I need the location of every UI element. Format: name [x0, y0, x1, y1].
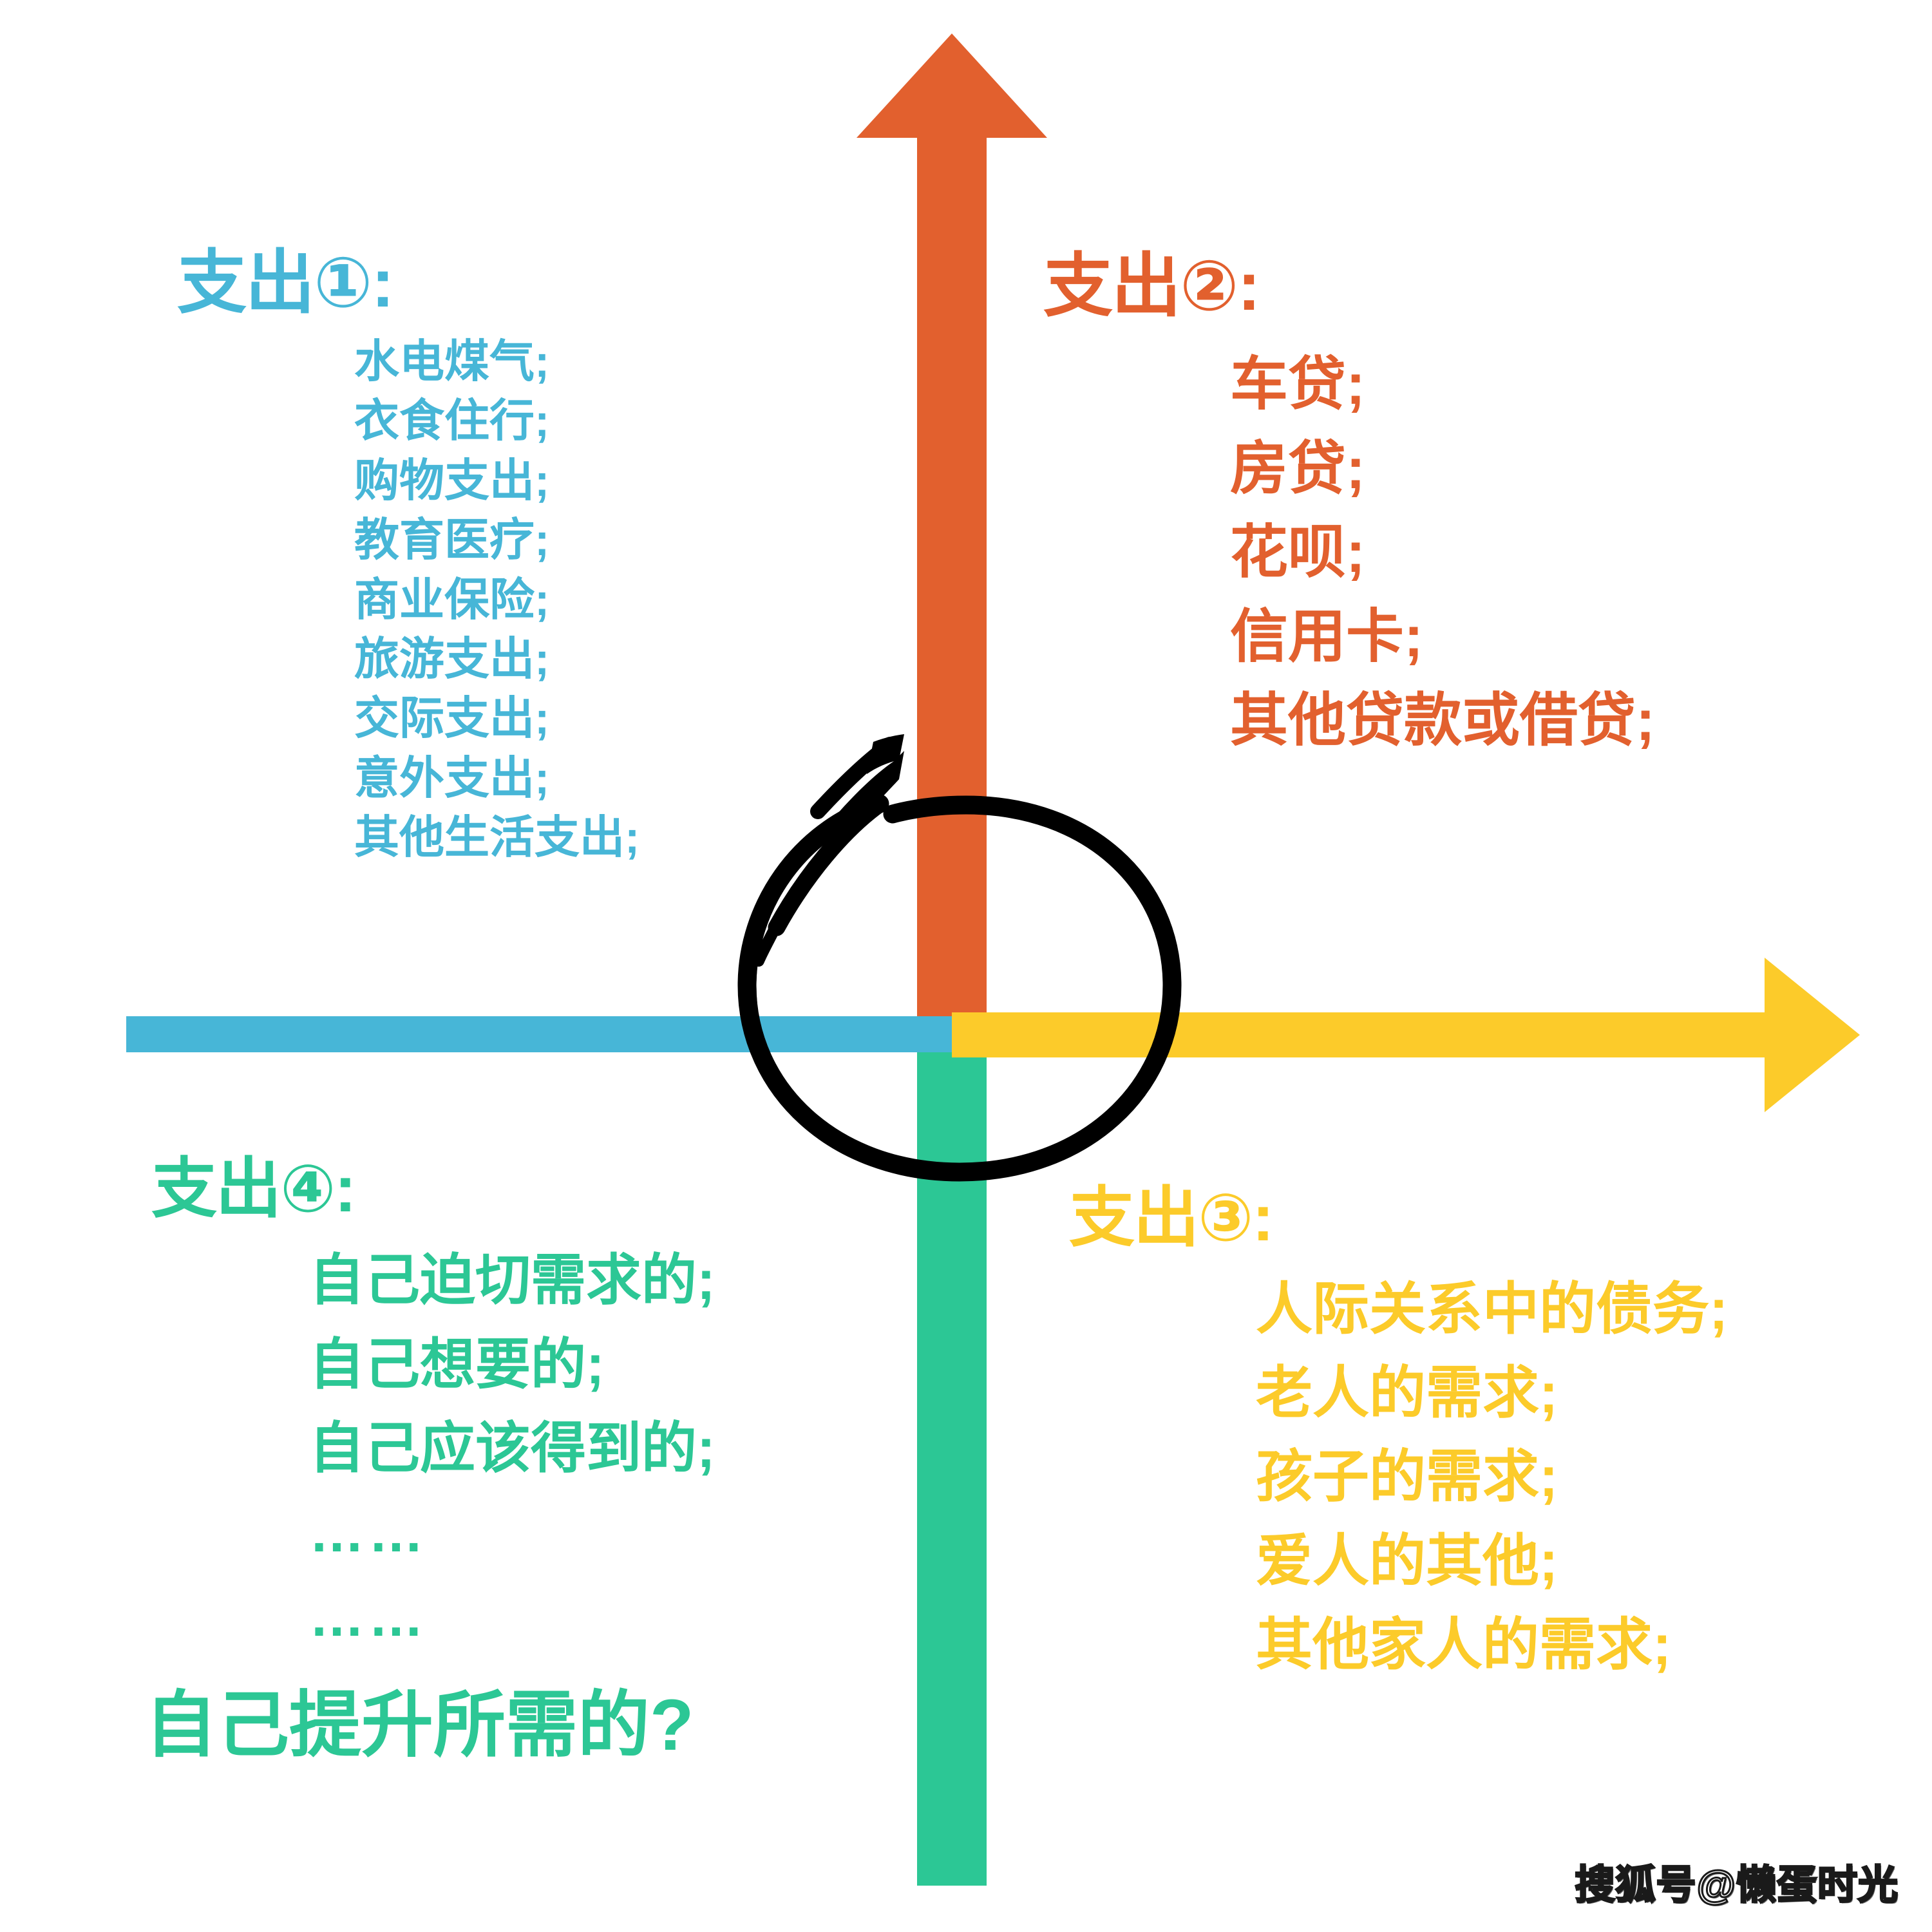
- list-item: 水电煤气;: [354, 336, 550, 386]
- quadrant-3-list: 人际关系中的债务; 老人的需求; 孩子的需求; 爱人的其他; 其他家人的需求;: [1256, 1267, 1728, 1687]
- list-item: 人际关系中的债务;: [1256, 1277, 1728, 1341]
- quadrant-1-list: 水电煤气; 衣食住行; 购物支出; 教育医疗; 商业保险; 旅游支出; 交际支出…: [354, 332, 639, 867]
- list-item: 自己迫切需求的;: [309, 1249, 715, 1311]
- list-item: 孩子的需求;: [1256, 1444, 1558, 1509]
- quadrant-4-heading: 支出④:: [151, 1152, 356, 1226]
- quadrant-2-list: 车贷; 房贷; 花呗; 信用卡; 其他贷款或借贷;: [1230, 343, 1655, 763]
- list-item: 房贷;: [1230, 436, 1365, 501]
- list-item: 其他贷款或借贷;: [1230, 688, 1655, 753]
- list-item: 信用卡;: [1230, 604, 1423, 669]
- axis-vertical-up: [917, 103, 987, 1020]
- list-item: 商业保险;: [354, 574, 550, 625]
- list-item: 其他生活支出;: [354, 812, 640, 863]
- axis-horizontal-right: [952, 1012, 1776, 1057]
- list-item-ellipsis: ……: [309, 1502, 428, 1564]
- list-item: 交际支出;: [354, 693, 550, 744]
- quadrant-3-heading: 支出③:: [1069, 1181, 1274, 1255]
- quadrant-bottom-left: 支出④: 自己迫切需求的; 自己想要的; 自己应该得到的; …… …… 自己提升…: [145, 1152, 715, 1761]
- quadrant-1-heading: 支出①:: [177, 243, 394, 321]
- list-item: 自己想要的;: [309, 1333, 605, 1396]
- axis-vertical-down: [917, 1018, 987, 1886]
- watermark: 搜狐号@懒蛋时光: [1574, 1862, 1899, 1909]
- list-item: 自己应该得到的;: [309, 1417, 715, 1480]
- quadrant-2-heading: 支出②:: [1043, 247, 1260, 325]
- list-item: 其他家人的需求;: [1256, 1612, 1672, 1676]
- quadrant-top-right: 支出②: 车贷; 房贷; 花呗; 信用卡; 其他贷款或借贷;: [1043, 251, 1655, 763]
- list-item: 爱人的其他;: [1256, 1528, 1558, 1593]
- quadrant-4-footer-question: 自己提升所需的?: [145, 1684, 694, 1765]
- list-item: 花呗;: [1230, 520, 1365, 585]
- axis-horizontal-left: [126, 1016, 965, 1052]
- quadrant-bottom-right: 支出③: 人际关系中的债务; 老人的需求; 孩子的需求; 爱人的其他; 其他家人…: [1069, 1185, 1728, 1687]
- list-item-ellipsis: ……: [309, 1586, 428, 1648]
- list-item: 旅游支出;: [354, 633, 550, 684]
- list-item: 衣食住行;: [354, 395, 550, 446]
- list-item: 老人的需求;: [1256, 1361, 1558, 1425]
- axis-right-arrowhead-icon: [1765, 958, 1860, 1112]
- list-item: 意外支出;: [354, 752, 550, 803]
- quadrant-top-left: 支出①: 水电煤气; 衣食住行; 购物支出; 教育医疗; 商业保险; 旅游支出;…: [177, 248, 639, 867]
- list-item: 购物支出;: [354, 455, 550, 506]
- quadrant-4-list: 自己迫切需求的; 自己想要的; 自己应该得到的; …… ……: [309, 1238, 715, 1660]
- list-item: 教育医疗;: [354, 515, 550, 565]
- list-item: 车贷;: [1230, 352, 1365, 417]
